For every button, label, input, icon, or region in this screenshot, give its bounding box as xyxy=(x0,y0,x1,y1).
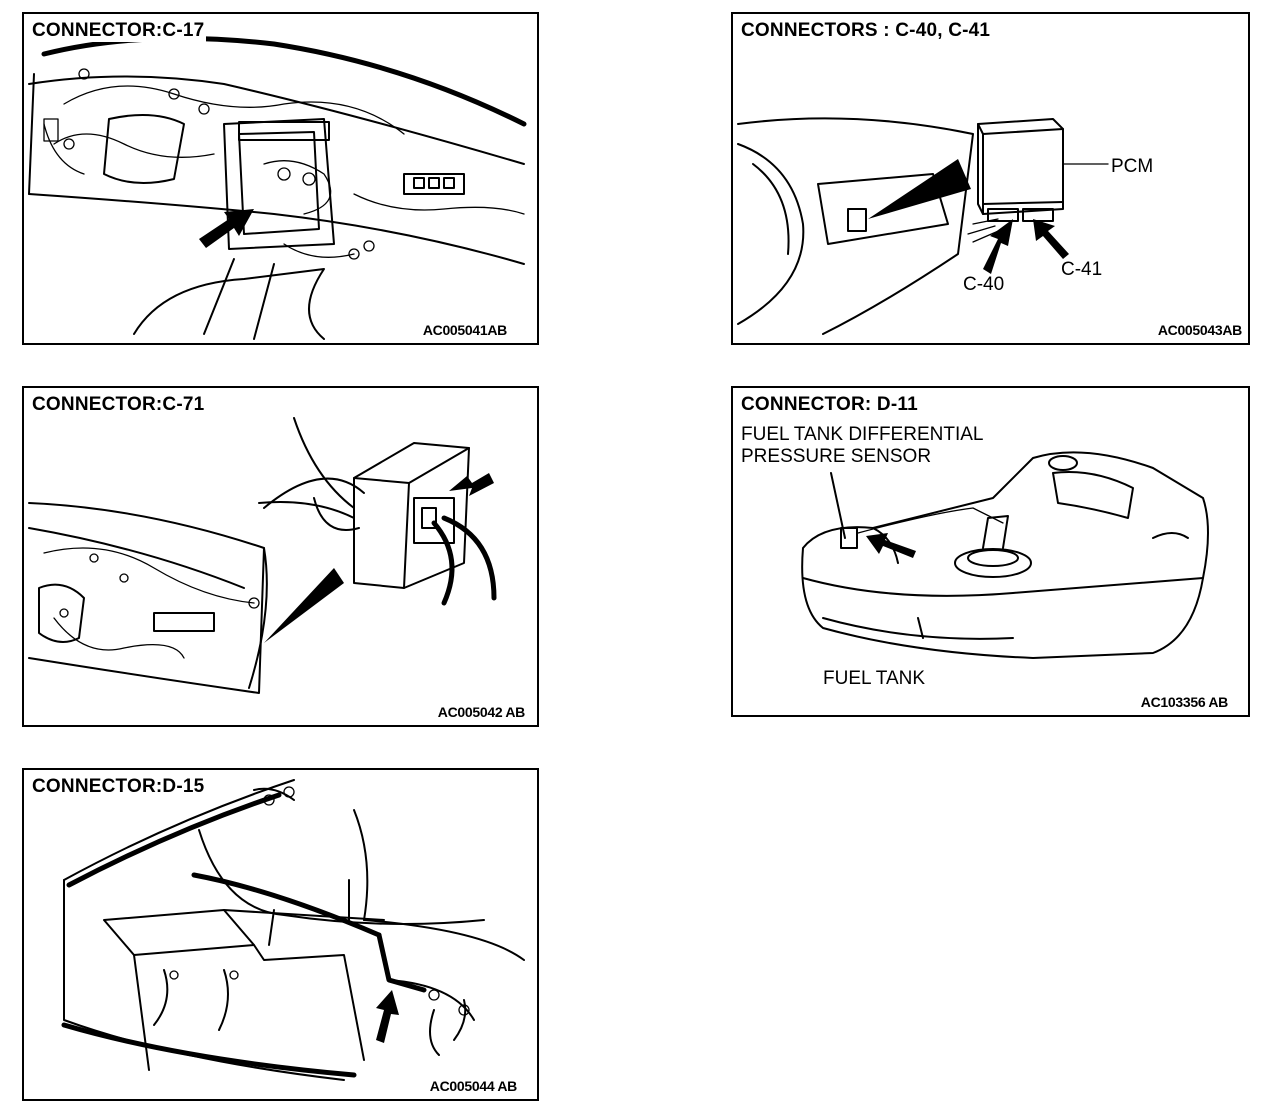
c17-title: CONNECTOR:C-17 xyxy=(30,20,207,42)
panel-connector-d15: CONNECTOR:D-15 AC005044 AB xyxy=(22,768,539,1101)
c41-pointer-arrow xyxy=(1033,219,1069,259)
panel-connectors-c40-c41: CONNECTORS : C-40, C-41 PCM C-40 C-41 AC… xyxy=(731,12,1250,345)
c40-c41-figure-code: AC005043AB xyxy=(1157,322,1242,338)
c17-dashboard-illustration xyxy=(28,35,527,340)
c41-label: C-41 xyxy=(1061,259,1103,280)
sensor-label-line1: FUEL TANK DIFFERENTIAL xyxy=(741,424,984,445)
fuel-tank-label: FUEL TANK xyxy=(823,668,926,689)
d11-pointer-arrow xyxy=(866,533,916,558)
panel-connector-d11: CONNECTOR: D-11 FUEL TANK DIFFERENTIAL P… xyxy=(731,386,1250,717)
panel-connector-c71: CONNECTOR:C-71 AC005042 AB xyxy=(22,386,539,727)
c71-figure-code: AC005042 AB xyxy=(437,704,526,720)
c17-figure-code: AC005041AB xyxy=(422,322,507,338)
d15-floor-harness-illustration xyxy=(61,779,525,1081)
c71-pointer-arrow xyxy=(449,473,494,496)
d15-title: CONNECTOR:D-15 xyxy=(30,776,207,798)
c40-label: C-40 xyxy=(963,274,1005,295)
d11-fuel-tank-illustration xyxy=(801,451,1209,659)
panel-connector-c17: CONNECTOR:C-17 AC005041AB xyxy=(22,12,539,345)
sensor-label-line2: PRESSURE SENSOR xyxy=(741,446,932,467)
c40-c41-title: CONNECTORS : C-40, C-41 xyxy=(739,20,993,42)
c40-pointer-arrow xyxy=(983,219,1013,274)
c71-relay-illustration xyxy=(28,417,497,694)
c71-title: CONNECTOR:C-71 xyxy=(30,394,207,416)
c17-pointer-arrow xyxy=(199,209,254,248)
c40-pcm-illustration xyxy=(737,117,1109,335)
pcm-label: PCM xyxy=(1111,156,1154,177)
d11-figure-code: AC103356 AB xyxy=(1140,694,1229,710)
d11-title: CONNECTOR: D-11 xyxy=(739,394,920,416)
d15-pointer-arrow xyxy=(376,990,399,1043)
d15-figure-code: AC005044 AB xyxy=(429,1078,518,1094)
